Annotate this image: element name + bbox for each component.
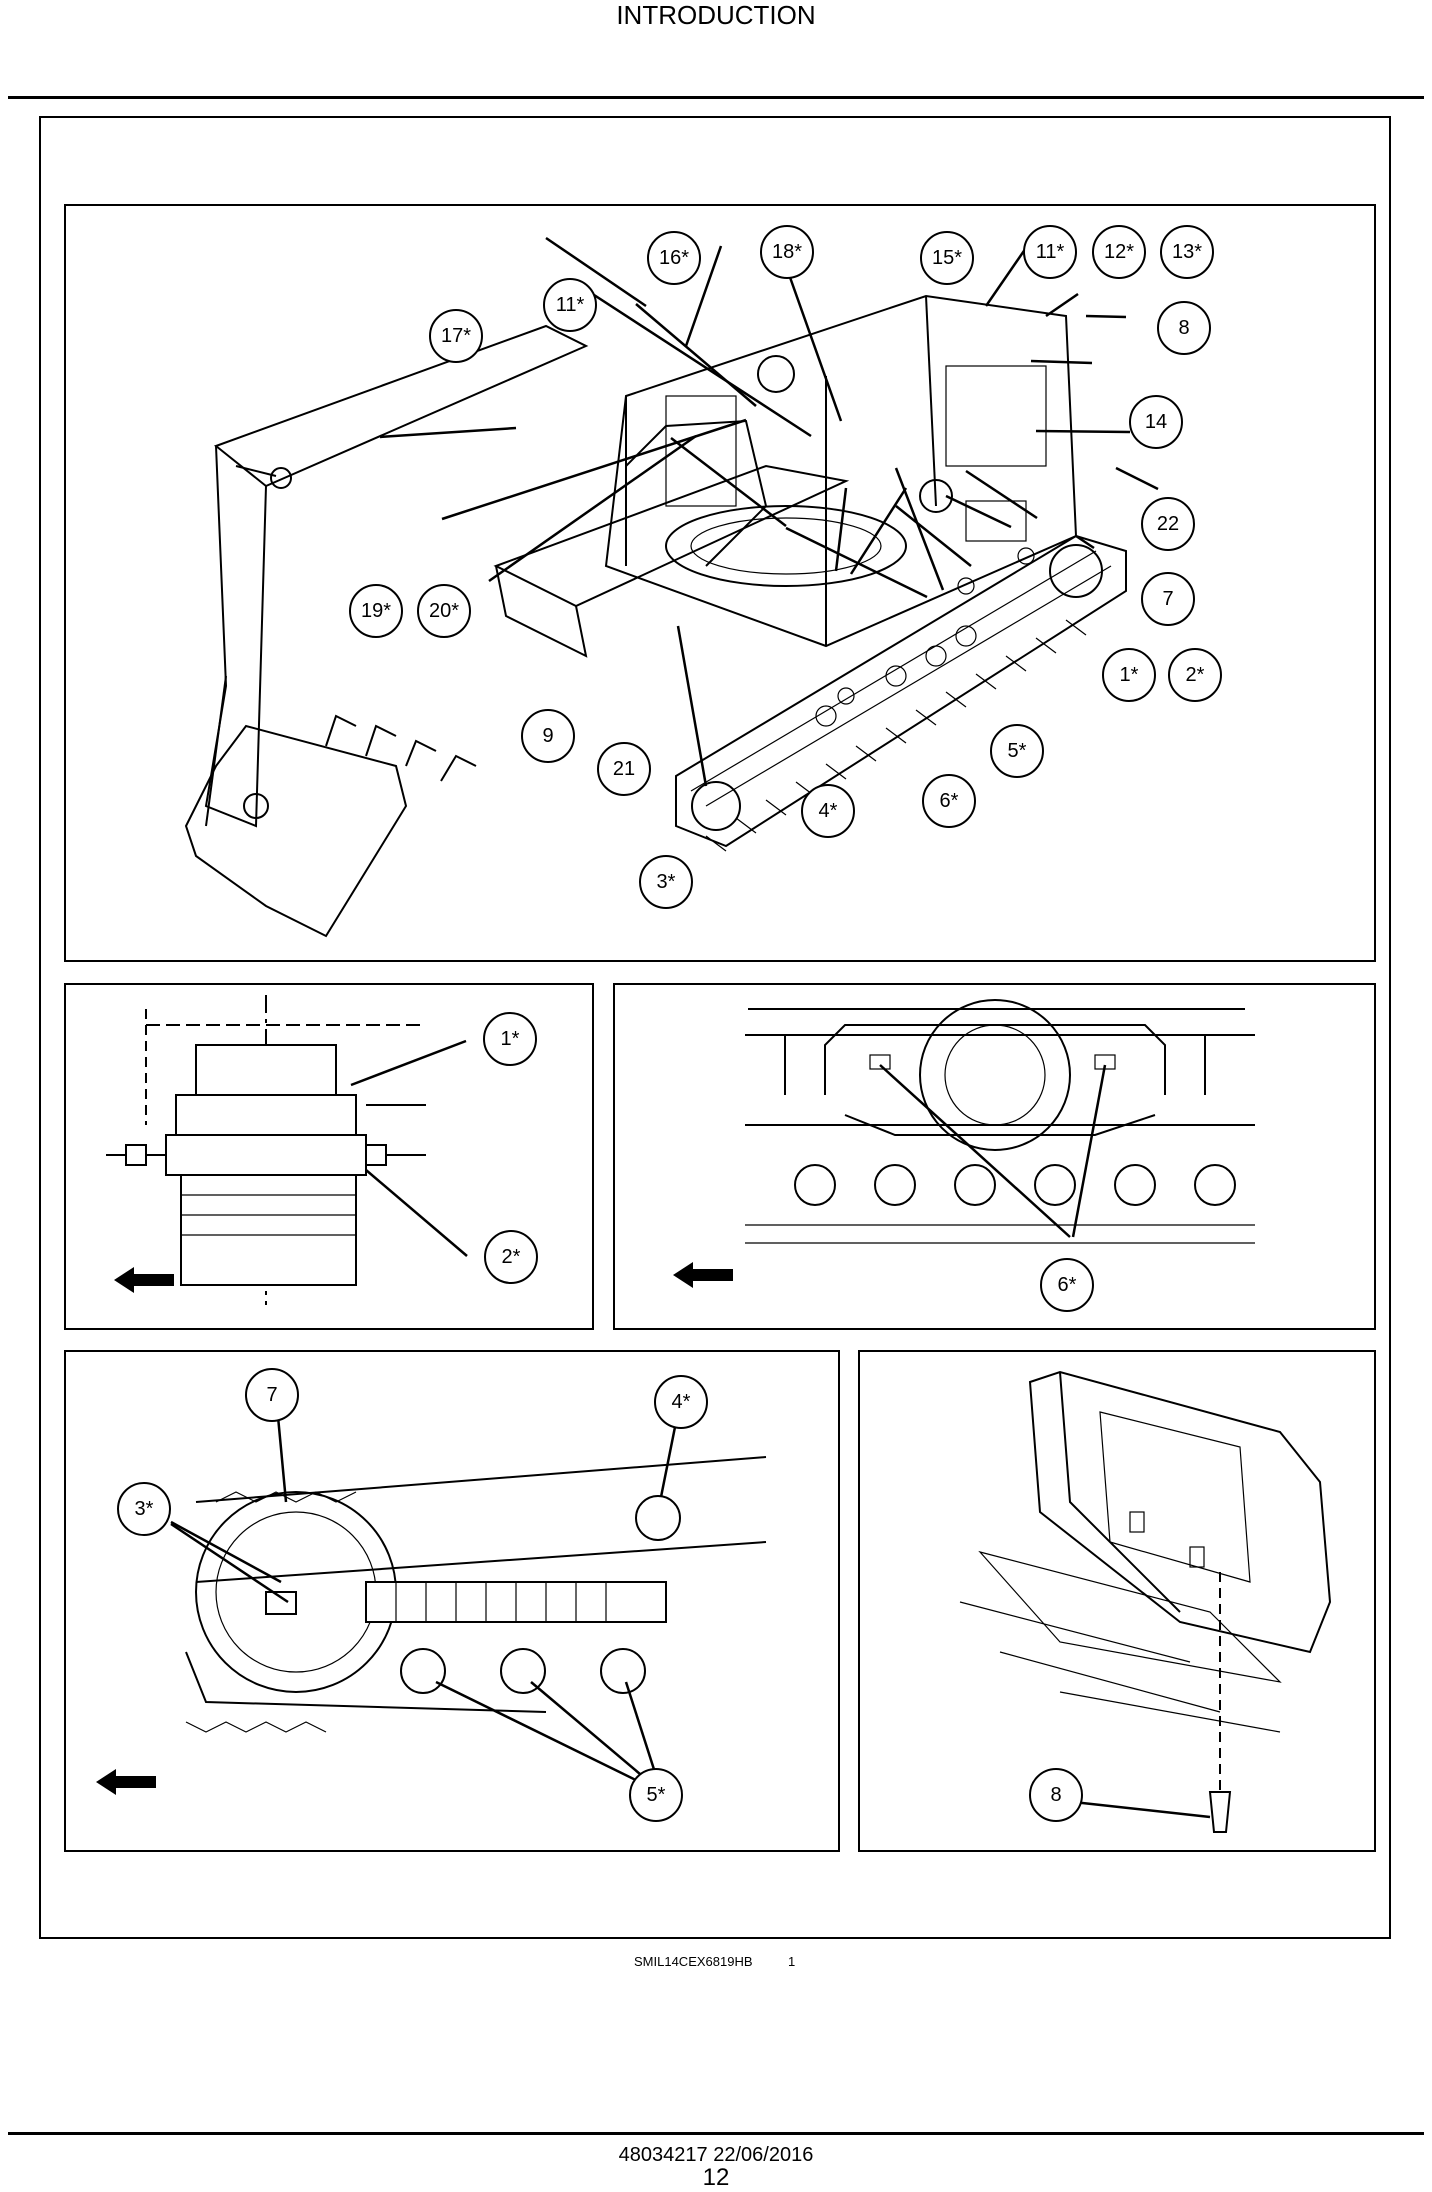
callout-7-label: 7 xyxy=(1162,588,1173,610)
excavator-overview-panel: 16* 18* 15* 11* 12* 13* 11* 17* 8 14 22 … xyxy=(64,204,1376,962)
callout-9: 9 xyxy=(521,709,575,763)
callout-8: 8 xyxy=(1157,301,1211,355)
side-callout-7: 7 xyxy=(245,1368,299,1422)
callout-16-label: 16* xyxy=(659,247,689,269)
header-rule xyxy=(8,96,1424,99)
callout-18: 18* xyxy=(760,225,814,279)
callout-11-label: 11* xyxy=(1036,241,1065,263)
callout-14-label: 14 xyxy=(1145,411,1167,433)
side-callout-5: 5* xyxy=(629,1768,683,1822)
motor-callout-1: 1* xyxy=(483,1012,537,1066)
callout-2: 2* xyxy=(1168,648,1222,702)
callout-17-label: 17* xyxy=(441,325,471,347)
guard-callout-6-label: 6* xyxy=(1058,1274,1077,1296)
callout-11-left-label: 11* xyxy=(556,294,585,316)
callout-21: 21 xyxy=(597,742,651,796)
side-callout-4-label: 4* xyxy=(672,1391,691,1413)
figure-number: 1 xyxy=(788,1954,796,1969)
direction-arrow-icon xyxy=(114,1267,174,1293)
excavator-drawing: 16* 18* 15* 11* 12* 13* 11* 17* 8 14 22 … xyxy=(184,225,1222,938)
callout-22-label: 22 xyxy=(1157,513,1179,535)
guard-callout-6: 6* xyxy=(1040,1258,1094,1312)
page-title: INTRODUCTION xyxy=(616,0,816,30)
motor-callout-2: 2* xyxy=(484,1230,538,1284)
callout-22: 22 xyxy=(1141,497,1195,551)
figure-frame xyxy=(39,116,1391,1939)
figure-reference: SMIL14CEX6819HB xyxy=(634,1954,753,1969)
figure-caption: SMIL14CEX6819HB 1 xyxy=(0,1950,1432,1974)
direction-arrow-icon xyxy=(96,1769,156,1795)
callout-15-label: 15* xyxy=(932,247,962,269)
callout-15: 15* xyxy=(920,231,974,285)
callout-7: 7 xyxy=(1141,572,1195,626)
side-callout-5-label: 5* xyxy=(647,1784,666,1806)
callout-6-label: 6* xyxy=(940,790,959,812)
callout-13: 13* xyxy=(1160,225,1214,279)
callout-21-label: 21 xyxy=(613,758,635,780)
cw-callout-8: 8 xyxy=(1029,1768,1083,1822)
callout-11: 11* xyxy=(1023,225,1077,279)
track-guard-panel: 6* xyxy=(613,983,1376,1330)
callout-19: 19* xyxy=(349,584,403,638)
callout-5: 5* xyxy=(990,724,1044,778)
counterweight-drawing: 8 xyxy=(959,1370,1332,1833)
side-callout-3: 3* xyxy=(117,1482,171,1536)
callout-12: 12* xyxy=(1092,225,1146,279)
callout-4: 4* xyxy=(801,784,855,838)
side-callout-4: 4* xyxy=(654,1375,708,1429)
side-callout-3-label: 3* xyxy=(135,1498,154,1520)
travel-motor-drawing: 1* 2* xyxy=(106,995,538,1305)
callout-1-label: 1* xyxy=(1120,664,1139,686)
callout-20: 20* xyxy=(417,584,471,638)
callout-14: 14 xyxy=(1129,395,1183,449)
callout-12-label: 12* xyxy=(1104,241,1134,263)
track-side-drawing: 7 4* 3* 5* xyxy=(96,1368,767,1822)
callout-16: 16* xyxy=(647,231,701,285)
callout-4-label: 4* xyxy=(819,800,838,822)
counterweight-panel: 8 xyxy=(858,1350,1376,1852)
callout-20-label: 20* xyxy=(429,600,459,622)
callout-13-label: 13* xyxy=(1172,241,1202,263)
callout-19-label: 19* xyxy=(361,600,391,622)
track-side-panel: 7 4* 3* 5* xyxy=(64,1350,840,1852)
motor-callout-2-label: 2* xyxy=(502,1246,521,1268)
callout-18-label: 18* xyxy=(772,241,802,263)
callout-1: 1* xyxy=(1102,648,1156,702)
direction-arrow-icon xyxy=(673,1262,733,1288)
footer-rule xyxy=(8,2132,1424,2135)
callout-3-label: 3* xyxy=(657,871,676,893)
travel-motor-panel: 1* 2* xyxy=(64,983,594,1330)
callout-2-label: 2* xyxy=(1186,664,1205,686)
motor-callout-1-label: 1* xyxy=(501,1028,520,1050)
callout-3: 3* xyxy=(639,855,693,909)
document-number: 48034217 22/06/2016 xyxy=(618,2144,814,2166)
cw-callout-8-label: 8 xyxy=(1050,1784,1061,1806)
track-guard-drawing: 6* xyxy=(673,999,1255,1312)
side-callout-7-label: 7 xyxy=(266,1384,277,1406)
page-number: 12 xyxy=(702,2164,730,2191)
callout-6: 6* xyxy=(922,774,976,828)
callout-5-label: 5* xyxy=(1008,740,1027,762)
callout-9-label: 9 xyxy=(542,725,553,747)
callout-11-left: 11* xyxy=(543,278,597,332)
callout-17: 17* xyxy=(429,309,483,363)
callout-8-label: 8 xyxy=(1178,317,1189,339)
